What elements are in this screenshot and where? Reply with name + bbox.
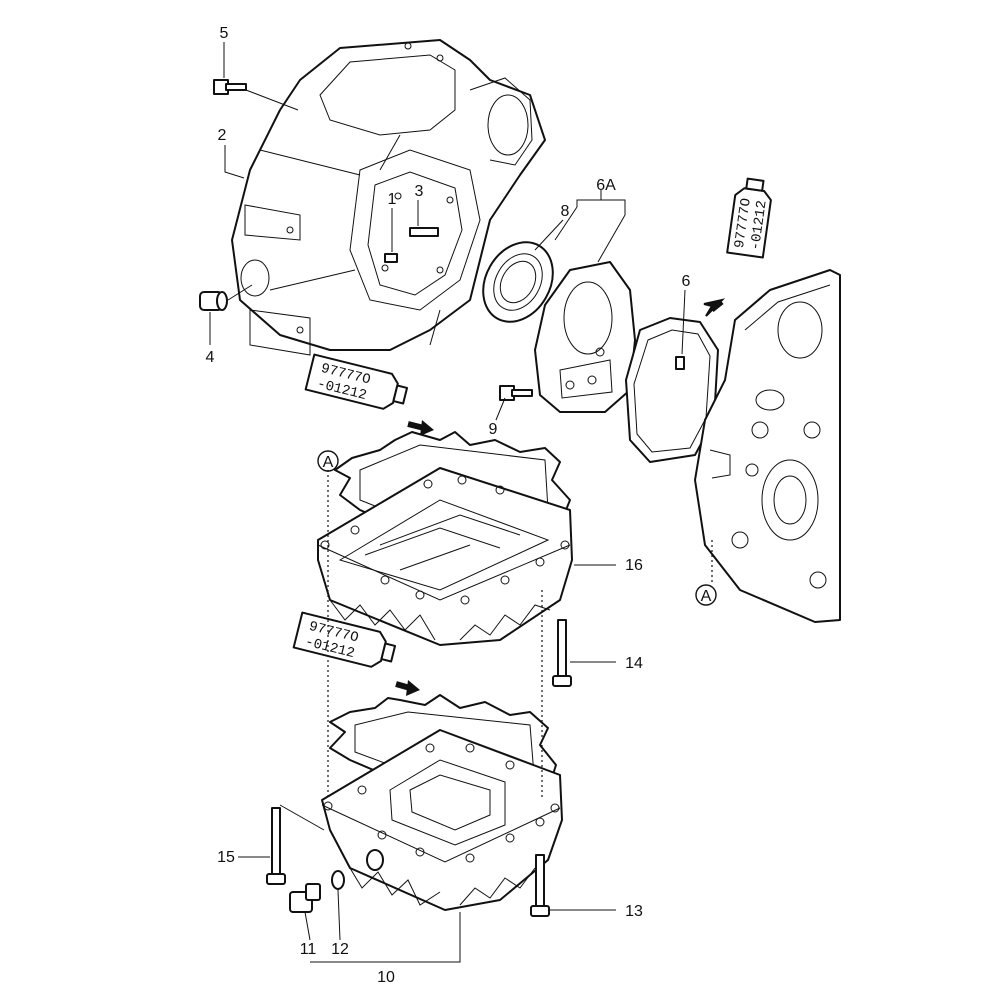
bolt-part-15 [266,807,286,885]
callout-14: 14 [625,655,643,672]
stud-part-3 [409,227,439,237]
sealant-tube-2: 97777O -01212 [304,353,409,410]
sealant-tube-1-line1: 97777O [732,197,755,249]
callout-labels: 5 2 4 1 3 8 6A 6 9 16 14 13 15 11 12 10 [206,25,691,986]
flywheel-housing [231,39,546,356]
callout-15: 15 [217,849,235,866]
callout-6: 6 [682,273,691,290]
drain-plug-part-11 [289,883,321,913]
pin-part-1 [384,253,398,263]
plug-part-4 [199,291,228,311]
callout-8: 8 [561,203,570,220]
washer-part-12 [331,870,345,890]
oil-pan-upper-part-16 [317,467,573,646]
reference-mark-a-right-text: A [701,588,712,605]
reference-mark-a-upper-text: A [323,454,334,471]
alignment-lines [327,470,713,800]
arrow-to-gasket [703,298,726,317]
bolt-part-5 [213,79,247,95]
bolt-part-13 [530,854,550,917]
leader-lines [209,42,686,963]
callout-12: 12 [331,941,349,958]
callout-11: 11 [300,941,317,958]
oil-pan-lower [321,729,563,911]
callout-10: 10 [377,969,395,986]
callout-13: 13 [625,903,643,920]
engine-block [694,269,841,623]
reference-mark-a-right: A [695,584,717,606]
arrow-to-upper-pan-sealant [407,420,434,436]
callout-3: 3 [415,183,424,200]
callout-16: 16 [625,557,643,574]
callout-6a: 6A [596,177,616,194]
callout-9: 9 [489,421,498,438]
callout-2: 2 [218,127,227,144]
reference-mark-a-upper: A [317,450,339,472]
callout-4: 4 [206,349,215,366]
callout-1: 1 [388,191,397,208]
bolt-part-14 [552,619,572,687]
sealant-tube-1: 97777O -01212 [726,177,772,259]
bolt-part-9 [499,385,533,401]
sealant-tube-1-line2: -01212 [748,199,771,251]
callout-5: 5 [220,25,229,42]
arrow-to-lower-pan-sealant [395,680,420,696]
